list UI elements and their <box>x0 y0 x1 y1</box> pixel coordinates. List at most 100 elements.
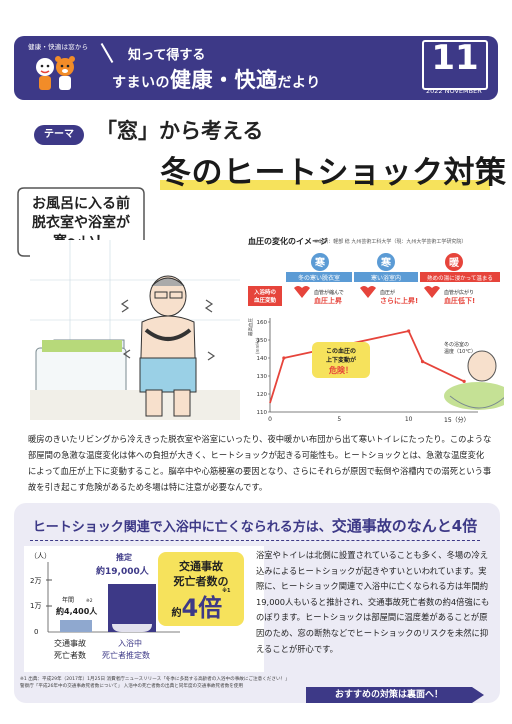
y-tick-label: 120 <box>257 392 268 398</box>
badge-3-caption: 熱めの湯に浸かって温まる <box>427 274 493 282</box>
badge-3: 暖 熱めの湯に浸かって温まる <box>420 253 500 282</box>
outdoor-note-line1: 冬の浴室の <box>444 341 469 348</box>
phase-2-bottom: さらに上昇! <box>380 296 418 305</box>
bp-point <box>420 360 425 364</box>
bar1-label-l1: 交通事故 <box>54 638 86 648</box>
title-highlight <box>160 180 490 190</box>
y-axis-label: 最高血圧 <box>247 318 254 336</box>
x-tick-label: 5 <box>337 416 341 423</box>
next-page-link[interactable]: おすすめの対策は裏面へ！ <box>306 687 472 703</box>
header-title-part1: すまいの <box>112 75 170 91</box>
callout-big: 4倍 <box>181 594 223 622</box>
chart-title: 血圧の変化のイメージ <box>248 237 328 246</box>
panel-body-text: 浴室やトイレは北側に設置されていることも多く、冬場の冷え込みによるヒートショック… <box>256 550 490 654</box>
heart-icon <box>424 286 440 298</box>
bubble-line1: お風呂に入る前 <box>32 196 130 212</box>
x-tick-label: 10 <box>405 416 413 423</box>
issue-number: 11 <box>431 38 479 78</box>
heart-icon <box>294 286 310 298</box>
y-tick-label: 130 <box>257 374 268 380</box>
callout-line2: 死亡者数の <box>173 575 229 588</box>
y-tick-label: 160 <box>257 320 268 326</box>
issue-number-box <box>422 40 488 90</box>
badge-2-label: 寒 <box>380 256 392 269</box>
callout-line1: 交通事故 <box>179 560 223 573</box>
y-tick-label: 110 <box>257 410 268 416</box>
phase-3-bottom: 血圧低下! <box>444 296 475 305</box>
header-title: すまいの健康・快適だより <box>112 64 321 94</box>
ratio-callout <box>158 552 244 626</box>
phase-2-top: 血圧が <box>380 289 395 296</box>
phase-1-bottom: 血圧上昇 <box>314 296 342 305</box>
outdoor-note-line2: 温度（10℃） <box>444 348 476 355</box>
callout-pre: 約 <box>171 608 182 619</box>
panel-headline-em: 交通事故のなんと4倍 <box>331 517 478 535</box>
chart-source: ※出所：軽部 稔 九州芸術工科大学（現：九州大学芸術工学研究院） <box>314 239 467 245</box>
ytick-10000: 1万 <box>30 602 41 610</box>
header-small-label: 健康・快適は窓から <box>28 43 89 51</box>
bp-point <box>407 329 411 333</box>
bar-unit-label: （人） <box>30 552 51 560</box>
danger-callout <box>312 342 370 378</box>
phase-1: 血管が縮んで 血圧上昇 <box>294 286 344 305</box>
bar2-label-l1: 入浴中 <box>118 638 142 648</box>
heart-icon <box>360 286 376 298</box>
phase-3-top: 血管が広がり <box>444 289 474 296</box>
y-axis-unit: (mmHg) <box>255 337 260 354</box>
callout-line3: 約4倍※1 <box>158 588 244 623</box>
bathtub-icon <box>112 624 152 632</box>
badge-1: 寒 冬の寒い脱衣室 <box>286 253 352 282</box>
callout-note: ※1 <box>222 588 231 594</box>
footnote-1: ※1 出典：平成29年（2017年）1月25日 消費者庁ニュースリリース「冬季に… <box>20 677 290 682</box>
danger-line3: 危険！ <box>328 365 353 375</box>
header-title-suffix: だより <box>277 75 321 91</box>
bar2-label-l2: 死亡者推定数 <box>102 650 150 660</box>
badge-1-label: 寒 <box>314 256 326 269</box>
badge-1-caption: 冬の寒い脱衣室 <box>298 274 340 282</box>
panel-headline: ヒートショック関連で入浴中に亡くなられる方は、交通事故のなんと4倍 <box>30 515 480 536</box>
danger-line1: この血圧の <box>326 347 356 355</box>
side-note-line1: 入浴時の <box>253 288 277 296</box>
bp-point <box>462 379 466 383</box>
header-banner <box>14 36 498 100</box>
ytick-20000: 2万 <box>30 577 41 585</box>
bar2-value: 約19,000人 <box>96 565 150 577</box>
x-axis-unit: 15（分） <box>444 416 470 424</box>
badge-2: 寒 寒い浴室内 <box>354 253 418 282</box>
y-tick-label: 140 <box>257 356 268 362</box>
theme-subtitle: 「窓」から考える <box>96 119 264 143</box>
side-note-box <box>248 286 282 306</box>
mascot-icon <box>36 56 75 90</box>
footnote-2: 警察庁「平成26年中の交通事故死者数について」 入浴中の死亡者数の出典と同年度の… <box>20 684 244 689</box>
phase-2: 血圧が さらに上昇! <box>360 286 418 305</box>
phase-1-top: 血管が縮んで <box>314 289 344 296</box>
header-knowing-label: 知って得する <box>128 48 206 63</box>
bathroom-illustration <box>30 240 240 420</box>
theme-title: 冬のヒートショック対策 <box>160 155 507 191</box>
ytick-0: 0 <box>34 628 38 636</box>
body-paragraph: 暖房のきいたリビングから冷えきった脱衣室や浴室にいったり、夜中暖かい布団から出て… <box>28 434 492 492</box>
phase-3: 血管が広がり 血圧低下! <box>424 286 475 305</box>
panel-headline-pre: ヒートショック関連で入浴中に亡くなられる方は、 <box>32 520 332 535</box>
bar1-top: 年間 <box>62 596 74 604</box>
blood-pressure-chart: 寒 冬の寒い脱衣室 寒 寒い浴室内 暖 熱めの湯に浸かって温まる 入浴時の 血圧… <box>247 253 504 424</box>
theme-tag: テーマ <box>34 125 84 145</box>
bar1-value: 約4,400人 <box>56 606 98 616</box>
bar-traffic <box>60 620 92 632</box>
bar2-top: 推定 <box>116 552 132 562</box>
x-tick-label: 0 <box>268 416 272 423</box>
y-tick-label: 150 <box>257 338 268 344</box>
footnotes: ※1 出典：平成29年（2017年）1月25日 消費者庁ニュースリリース「冬季に… <box>20 676 320 690</box>
bather-illustration <box>444 350 504 410</box>
bar1-note: ※2 <box>86 598 93 604</box>
danger-line2: 上下変動が <box>326 356 356 364</box>
badge-3-label: 暖 <box>449 256 460 269</box>
arrow-right-icon <box>472 687 484 703</box>
header-title-main: 健康・快適 <box>170 68 278 92</box>
bp-point <box>282 356 286 360</box>
side-note-line2: 血圧変動 <box>254 296 277 304</box>
bar1-label-l2: 死亡者数 <box>54 650 86 660</box>
bubble-line2: 脱衣室や浴室が <box>32 215 130 231</box>
issue-date: 2022 NOVEMBER <box>426 87 482 95</box>
badge-2-caption: 寒い浴室内 <box>371 274 401 282</box>
